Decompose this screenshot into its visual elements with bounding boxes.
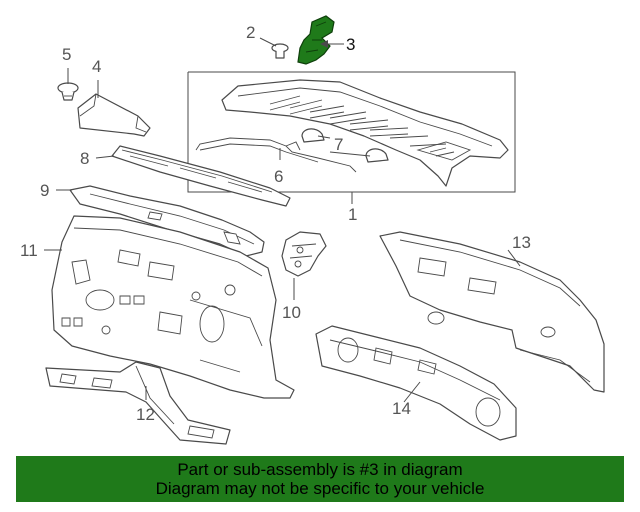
callout-10: 10 xyxy=(282,303,301,322)
callout-11: 11 xyxy=(20,241,38,260)
part-1-cowl-vent-panel[interactable] xyxy=(221,79,509,187)
info-banner: Part or sub-assembly is #3 in diagram Di… xyxy=(16,456,624,502)
part-14-reinforcement[interactable] xyxy=(315,325,517,441)
part-2-clip[interactable] xyxy=(271,43,289,59)
part-8-upper-cowl-panel[interactable] xyxy=(111,145,291,207)
callout-6: 6 xyxy=(274,167,283,186)
banner-line-part: Part or sub-assembly is #3 in diagram xyxy=(177,460,463,479)
callout-3: 3 xyxy=(346,35,355,54)
callout-13: 13 xyxy=(512,233,531,252)
parts-diagram: 1 2 3 4 5 6 7 8 9 10 11 12 13 14 xyxy=(20,15,605,445)
part-9-lower-cowl-panel[interactable] xyxy=(69,185,265,257)
part-13-insulator[interactable] xyxy=(379,231,605,393)
callout-5: 5 xyxy=(62,45,71,64)
callout-9: 9 xyxy=(40,181,49,200)
cowl-assembly-frame xyxy=(187,71,516,204)
part-4-cover[interactable] xyxy=(77,93,151,137)
part-6-washer-hose[interactable] xyxy=(195,137,357,173)
callout-2: 2 xyxy=(246,23,255,42)
part-11-dash-panel[interactable] xyxy=(51,215,295,399)
part-10-bracket[interactable] xyxy=(281,231,327,277)
callout-4: 4 xyxy=(92,57,101,76)
callout-labels: 1 2 3 4 5 6 7 8 9 10 11 12 13 14 xyxy=(20,23,531,424)
banner-line-disclaimer: Diagram may not be specific to your vehi… xyxy=(155,479,485,498)
leader-lines xyxy=(44,37,521,403)
callout-14: 14 xyxy=(392,399,411,418)
callout-1: 1 xyxy=(348,205,357,224)
callout-8: 8 xyxy=(80,149,89,168)
part-5-push-pin[interactable] xyxy=(57,82,79,101)
part-12-lower-bracket[interactable] xyxy=(45,361,231,445)
callout-7: 7 xyxy=(334,135,343,154)
callout-12: 12 xyxy=(136,405,155,424)
part-3-cowl-seal[interactable] xyxy=(297,15,335,65)
part-7-washer-nozzle[interactable] xyxy=(301,128,389,163)
